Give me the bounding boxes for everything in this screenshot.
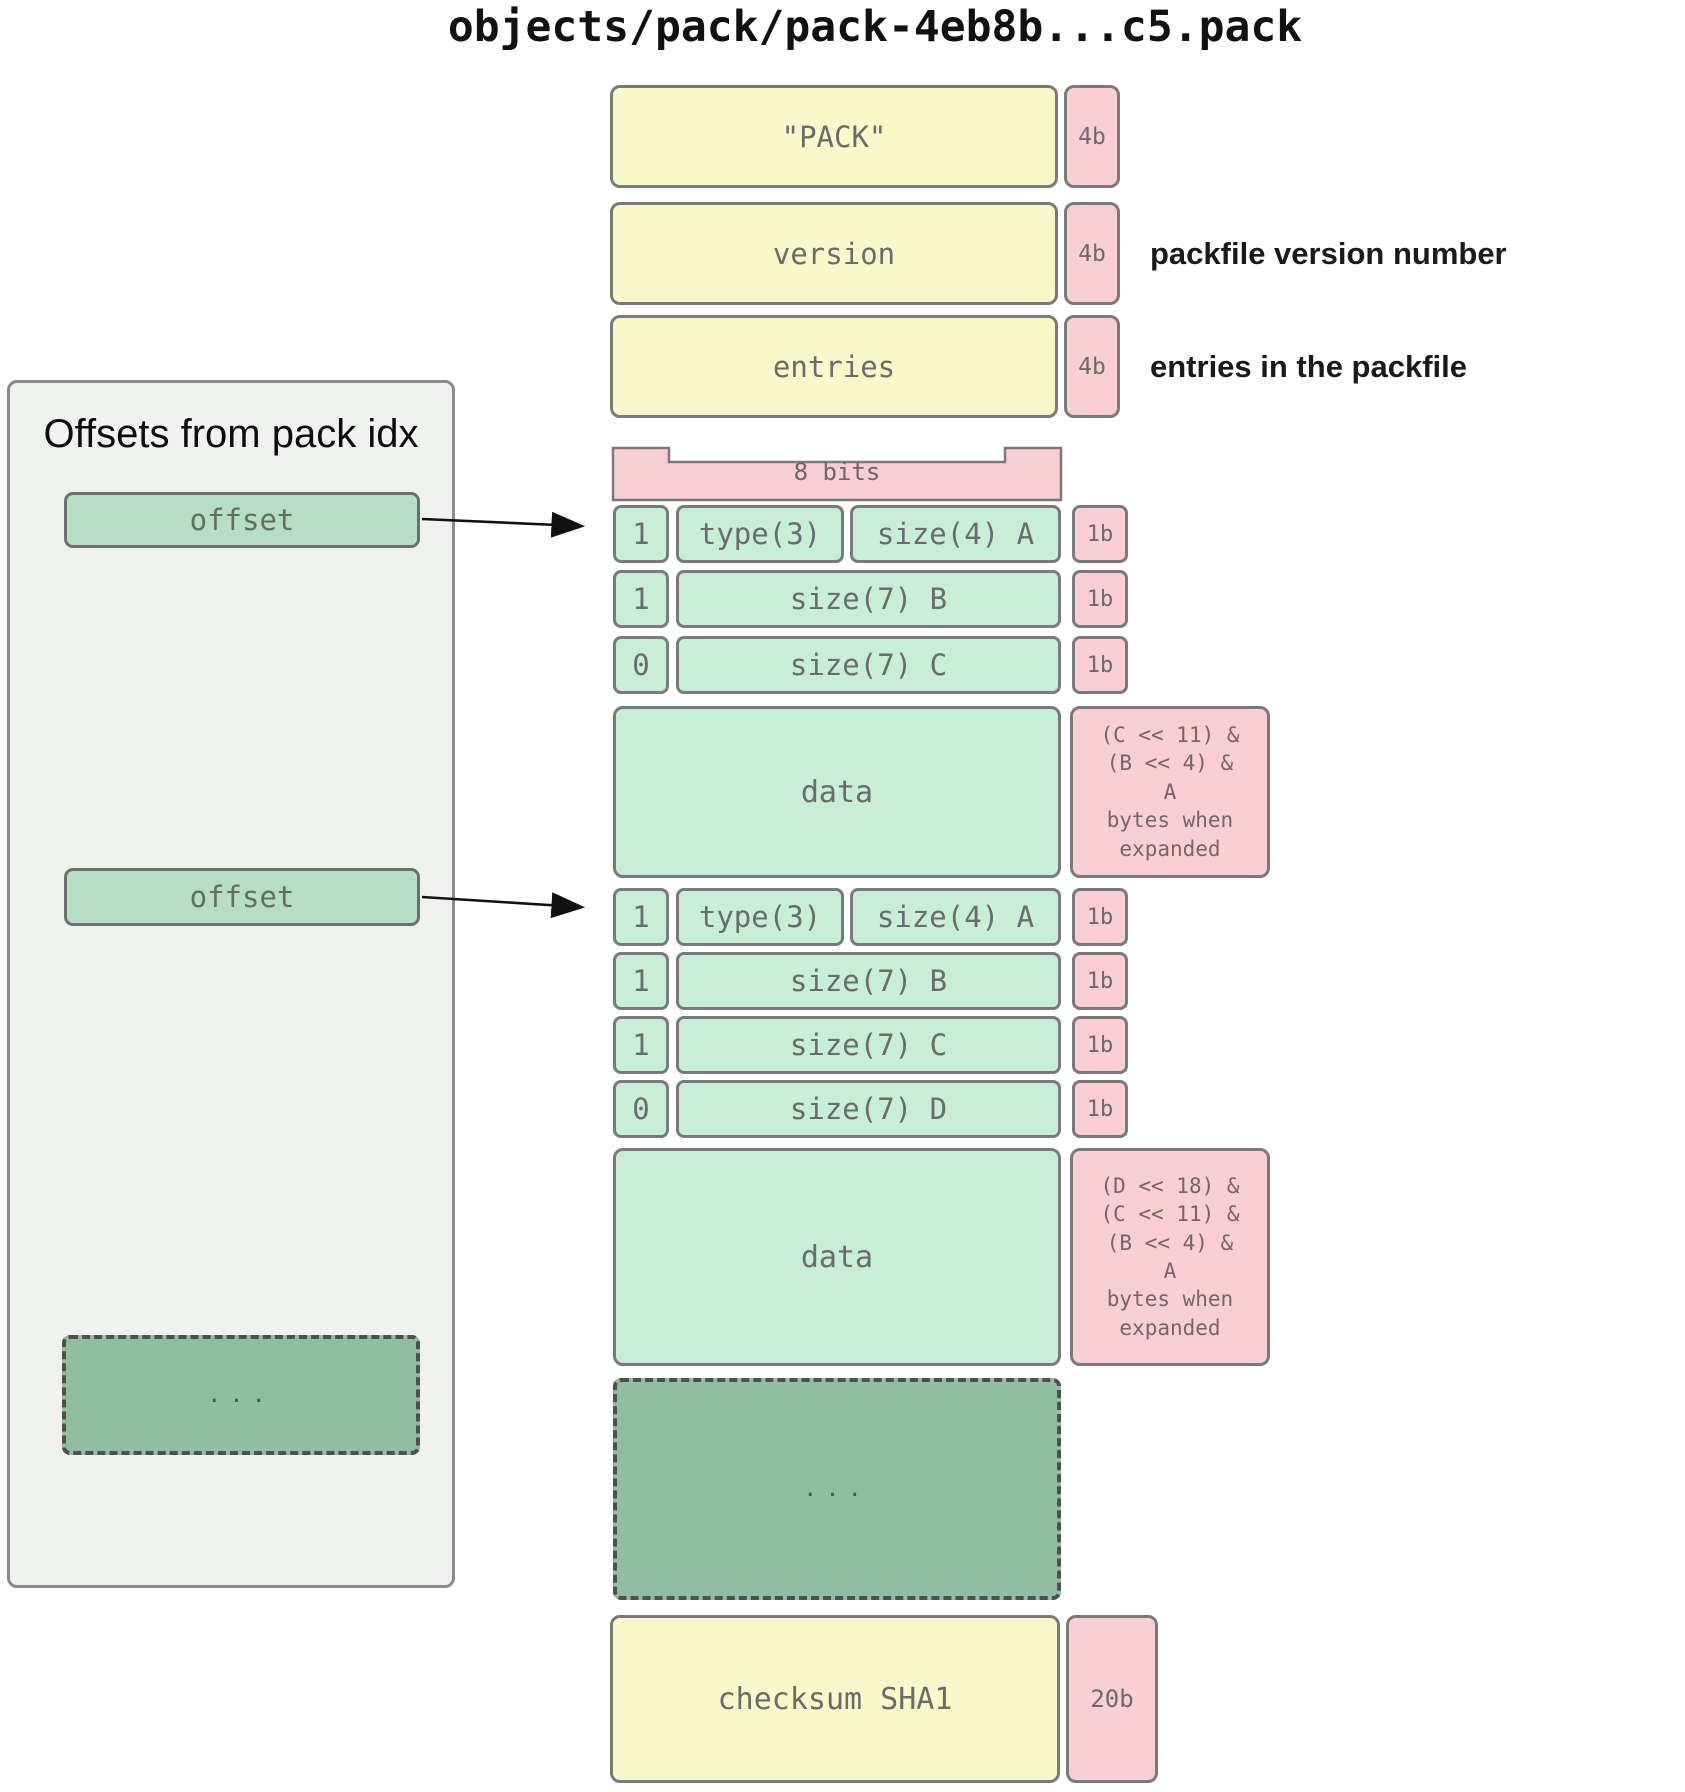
- panel-title: Offsets from pack idx: [43, 412, 419, 456]
- checksum-box: checksum SHA1: [610, 1615, 1060, 1783]
- pack-ellipsis-box: ...: [613, 1378, 1061, 1600]
- type-box: type(3): [676, 505, 844, 563]
- byte-size-badge: 1b: [1072, 1080, 1128, 1138]
- data-box-2: data: [613, 1148, 1061, 1366]
- expanded-size-note-2: (D << 18) & (C << 11) & (B << 4) & A byt…: [1070, 1148, 1270, 1366]
- type-box: type(3): [676, 888, 844, 946]
- byte-size-badge: 1b: [1072, 636, 1128, 694]
- byte-size-badge: 1b: [1072, 888, 1128, 946]
- bit-box: 1: [613, 570, 669, 628]
- idx-ellipsis-box: ...: [62, 1335, 420, 1455]
- checksum-size-badge: 20b: [1066, 1615, 1158, 1783]
- bit-box: 1: [613, 1016, 669, 1074]
- bits-bar-label: 8 bits: [793, 458, 881, 486]
- entries-box: entries: [610, 315, 1058, 418]
- size-box: size(4) A: [850, 888, 1061, 946]
- bit-box: 0: [613, 1080, 669, 1138]
- entries-note: entries in the packfile: [1150, 348, 1467, 384]
- data-box-1: data: [613, 706, 1061, 878]
- version-note: packfile version number: [1150, 235, 1507, 271]
- packfile-title: objects/pack/pack-4eb8b...c5.pack: [447, 2, 1303, 52]
- byte-size-badge: 1b: [1072, 952, 1128, 1010]
- expanded-size-note-1: (C << 11) & (B << 4) & A bytes when expa…: [1070, 706, 1270, 878]
- size-box: size(7) C: [676, 636, 1061, 694]
- size-box: size(7) D: [676, 1080, 1061, 1138]
- version-size-badge: 4b: [1064, 202, 1120, 305]
- bit-box: 1: [613, 888, 669, 946]
- size-box: size(7) C: [676, 1016, 1061, 1074]
- byte-size-badge: 1b: [1072, 570, 1128, 628]
- version-box: version: [610, 202, 1058, 305]
- pack-magic-size-badge: 4b: [1064, 85, 1120, 188]
- byte-size-badge: 1b: [1072, 1016, 1128, 1074]
- bit-box: 0: [613, 636, 669, 694]
- entries-size-badge: 4b: [1064, 315, 1120, 418]
- offset-box-1: offset: [64, 492, 420, 548]
- size-box: size(4) A: [850, 505, 1061, 563]
- size-box: size(7) B: [676, 570, 1061, 628]
- bit-box: 1: [613, 952, 669, 1010]
- bit-box: 1: [613, 505, 669, 563]
- byte-size-badge: 1b: [1072, 505, 1128, 563]
- size-box: size(7) B: [676, 952, 1061, 1010]
- offset-box-2: offset: [64, 868, 420, 926]
- pack-magic-box: "PACK": [610, 85, 1058, 188]
